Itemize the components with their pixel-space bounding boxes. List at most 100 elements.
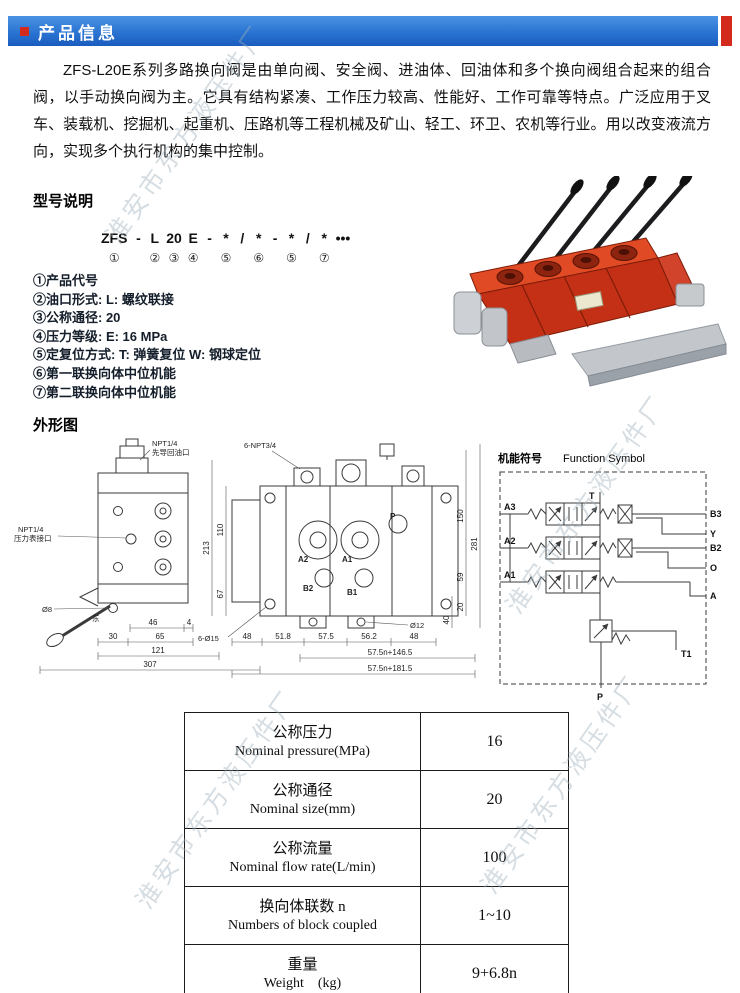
top-ports-label: 6-NPT3/4 [244, 441, 276, 450]
model-section-heading: 型号说明 [33, 193, 94, 210]
spec-value: 9+6.8n [420, 944, 569, 993]
spec-value: 16 [420, 712, 569, 771]
spec-label-en: Numbers of block coupled [228, 917, 377, 933]
spec-label-en: Nominal flow rate(L/min) [229, 859, 376, 875]
dim-57-5: 57.5 [318, 632, 334, 641]
fs-port-T1: T1 [681, 649, 692, 659]
main-view-bottom-dims [231, 638, 476, 678]
dim-110: 110 [216, 523, 225, 536]
intro-paragraph: ZFS-L20E系列多路换向阀是由单向阀、安全阀、进油体、回油体和多个换向阀组合… [33, 62, 711, 160]
model-code-separator: / [240, 230, 245, 246]
fs-port-A3: A3 [504, 502, 516, 512]
fs-port-B2: B2 [710, 543, 722, 553]
fs-port-B3: B3 [710, 509, 722, 519]
model-code-part: *⑤ [220, 230, 232, 265]
fs-port-O: O [710, 563, 717, 573]
dim-121: 121 [151, 646, 165, 655]
page-title: 产品信息 [38, 23, 118, 43]
dim-65: 65 [156, 632, 165, 641]
spec-label-cn: 换向体联数 n [259, 898, 346, 915]
pilot-port-label-line2: 先导回油口 [152, 447, 190, 457]
dim-59: 59 [456, 572, 465, 581]
valve-levers [509, 179, 688, 277]
header-bullet-icon [20, 26, 29, 36]
model-item: ①产品代号 [33, 273, 99, 288]
main-view-right-dims [451, 444, 481, 628]
outline-section-heading: 外形图 [33, 417, 79, 434]
model-code-separator: - [207, 230, 212, 246]
model-item: ⑥第一联换向体中位机能 [33, 365, 177, 381]
dim-281: 281 [470, 537, 479, 551]
left-view-dimensions [39, 624, 261, 674]
dim-40: 40 [442, 615, 451, 624]
end-fitting [675, 283, 705, 307]
gauge-port-label-line1: NPT1/4 [18, 525, 43, 534]
spec-row-blocks: 换向体联数 n Numbers of block coupled 1~10 [184, 886, 569, 945]
main-view [231, 443, 459, 629]
phi8-label: Ø8 [42, 605, 52, 614]
model-code-separator: ••• [335, 230, 351, 246]
spec-value: 20 [420, 770, 569, 829]
spec-label-en: Weight (kg) [263, 975, 342, 991]
model-item: ③公称通径: 20 [33, 310, 121, 326]
gauge-port-label-line2: 压力表接口 [14, 533, 52, 543]
dim-307: 307 [143, 660, 157, 669]
function-symbol-diagram: T [499, 471, 722, 702]
phi15-label: 6-Ø15 [198, 634, 219, 643]
model-item-list: ①产品代号 ②油口形式: L: 螺纹联接 ③公称通径: 20 ④压力等级: E:… [33, 272, 261, 402]
dim-46: 46 [149, 618, 158, 627]
product-photo [426, 171, 728, 414]
spec-row-pressure: 公称压力 Nominal pressure(MPa) 16 [184, 712, 569, 771]
spec-label-cn: 重量 [287, 956, 318, 973]
fs-port-A: A [710, 591, 717, 601]
dim-30: 30 [109, 632, 118, 641]
side-cylinder [453, 291, 482, 335]
dim-48b: 48 [410, 632, 419, 641]
spec-row-flow: 公称流量 Nominal flow rate(L/min) 100 [184, 828, 569, 887]
dim-56-2: 56.2 [361, 632, 377, 641]
spec-table: 公称压力 Nominal pressure(MPa) 16 公称通径 Nomin… [184, 712, 569, 993]
fs-port-A2: A2 [504, 536, 516, 546]
east-label: 东 [92, 613, 100, 623]
dim-48a: 48 [243, 632, 252, 641]
port-B1-label: B1 [347, 588, 358, 597]
fs-port-P: P [597, 692, 603, 702]
spec-label-cn: 公称通径 [272, 782, 333, 799]
model-code-separator: - [272, 230, 278, 246]
dim-150: 150 [456, 509, 465, 523]
dim-213: 213 [202, 541, 211, 555]
model-item: ⑦第二联换向体中位机能 [33, 384, 177, 400]
dim-20: 20 [456, 602, 465, 611]
port-P-label: P [390, 512, 396, 521]
left-view [46, 438, 189, 648]
fs-port-A1: A1 [504, 570, 516, 580]
dim-57-5n-181-5: 57.5n+181.5 [368, 664, 413, 673]
spec-row-weight: 重量 Weight (kg) 9+6.8n [184, 944, 569, 993]
main-view-left-dims [211, 460, 227, 616]
body-label-sticker [574, 291, 604, 311]
dim-4: 4 [187, 618, 192, 627]
function-symbol-title-en: Function Symbol [563, 453, 645, 465]
pilot-port-label-line1: NPT1/4 [152, 439, 177, 448]
model-item: ④压力等级: E: 16 MPa [33, 328, 168, 344]
fs-port-T: T [589, 491, 595, 501]
model-code-part: *⑦ [318, 230, 330, 265]
spec-row-size: 公称通径 Nominal size(mm) 20 [184, 770, 569, 829]
port-A2-label: A2 [298, 555, 309, 564]
spec-value: 1~10 [420, 886, 569, 945]
port-B2-label: B2 [303, 584, 314, 593]
dim-57-5n-146-5: 57.5n+146.5 [368, 648, 413, 657]
spec-label-en: Nominal pressure(MPa) [235, 743, 370, 759]
outline-drawing: NPT1/4 先导回油口 NPT1/4 压力表接口 Ø8 东 46 4 3 [0, 436, 740, 710]
dim-67: 67 [216, 589, 225, 598]
header-bar: 产品信息 [8, 16, 732, 46]
model-item: ⑤定复位方式: T: 弹簧复位 W: 钢球定位 [33, 347, 261, 363]
spec-label-cn: 公称流量 [272, 840, 333, 857]
spec-label-cn: 公称压力 [272, 724, 333, 741]
model-code-part: *⑥ [253, 230, 265, 265]
port-A1-label: A1 [342, 555, 353, 564]
